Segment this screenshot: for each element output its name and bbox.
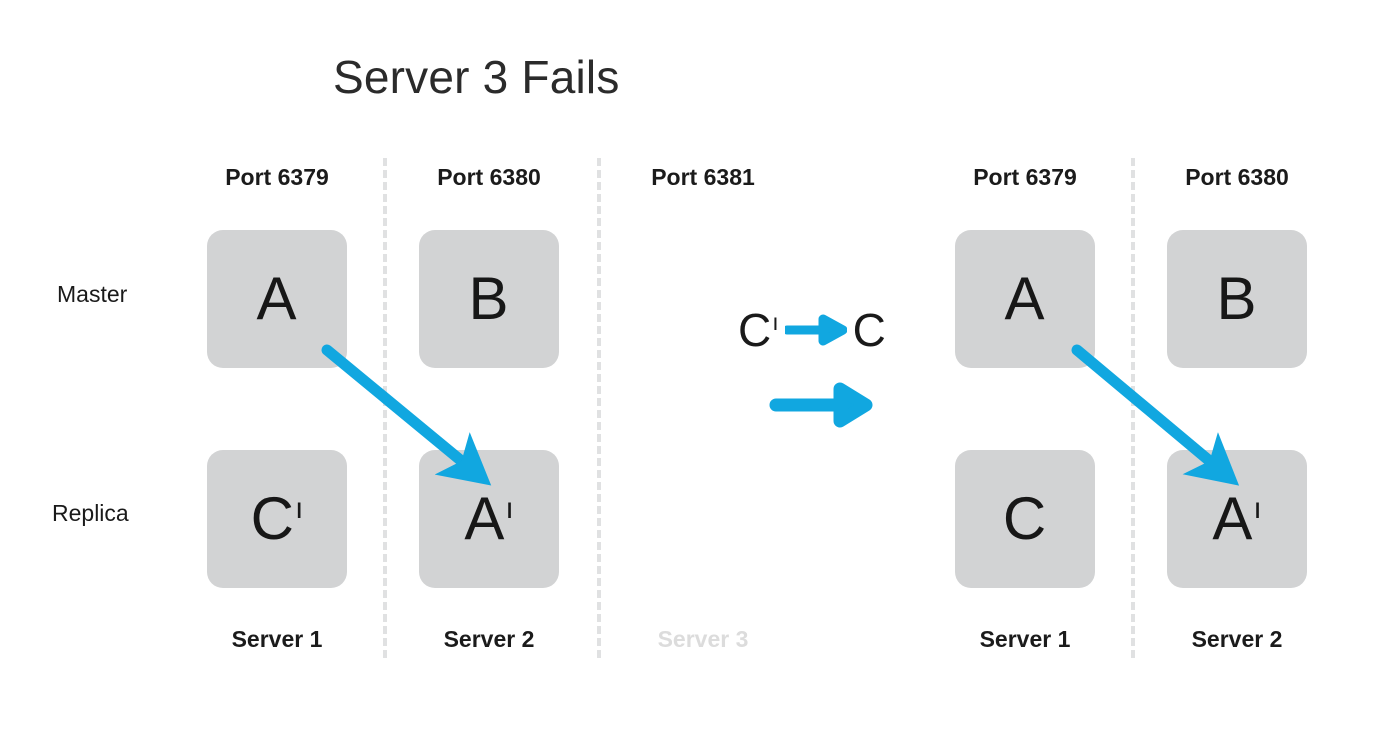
node-label: A: [256, 265, 297, 332]
server-label-failed: Server 3: [657, 626, 749, 652]
arrow-right-icon: [784, 314, 847, 346]
port-label: Port 6380: [437, 164, 541, 190]
server-label: Server 1: [979, 626, 1071, 652]
port-label: Port 6379: [973, 164, 1077, 190]
node-replica-a-prime[interactable]: Aı: [419, 450, 559, 588]
node-label: Aı: [464, 485, 514, 552]
column-divider-2: [597, 158, 601, 658]
port-label: Port 6380: [1185, 164, 1289, 190]
page-title: Server 3 Fails: [333, 51, 620, 103]
node-replica-c[interactable]: C: [955, 450, 1095, 588]
node-label: C: [1002, 485, 1047, 552]
port-label: Port 6379: [225, 164, 329, 190]
column-divider-3: [1131, 158, 1135, 658]
server-label: Server 1: [231, 626, 323, 652]
server-label: Server 2: [443, 626, 535, 652]
node-label: B: [468, 265, 509, 332]
node-master-a[interactable]: A: [207, 230, 347, 368]
node-master-a[interactable]: A: [955, 230, 1095, 368]
row-label-master: Master: [57, 281, 128, 307]
node-master-b[interactable]: B: [1167, 230, 1307, 368]
server-label: Server 2: [1191, 626, 1283, 652]
promotion-source-label: Cı: [738, 304, 779, 356]
node-label: Aı: [1212, 485, 1262, 552]
promotion-target-label: C: [852, 304, 886, 356]
node-label: B: [1216, 265, 1257, 332]
column-divider-1: [383, 158, 387, 658]
transition-arrow-icon: [769, 382, 873, 428]
node-replica-a-prime[interactable]: Aı: [1167, 450, 1307, 588]
node-label: Cı: [250, 485, 304, 552]
row-label-replica: Replica: [52, 500, 129, 526]
node-replica-c-prime[interactable]: Cı: [207, 450, 347, 588]
port-label: Port 6381: [651, 164, 755, 190]
promotion-annotation: Cı C: [738, 307, 886, 353]
node-label: A: [1004, 265, 1045, 332]
node-master-b[interactable]: B: [419, 230, 559, 368]
